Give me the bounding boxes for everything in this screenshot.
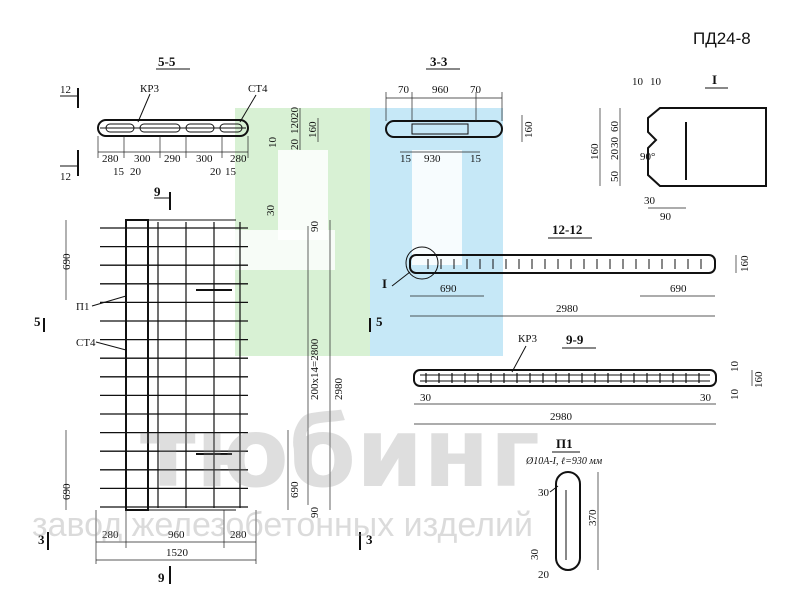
dim-5-5-b3: 300 (196, 153, 213, 165)
dim-5-5-s0: 15 (113, 166, 125, 178)
dim-plan-left-bot: 690 (61, 483, 73, 500)
section-12-12-title: 12-12 (552, 222, 582, 237)
part-p1-d2: 30 (529, 549, 541, 561)
dim-plan-right-690: 690 (289, 481, 301, 498)
section-5-5-title: 5-5 (158, 54, 176, 69)
dim-3-3-t2: 70 (470, 84, 482, 96)
dim-5-5-r1: 120 (289, 117, 301, 134)
dim-12-12-1: 690 (670, 283, 687, 295)
dim-9-9-r1: 10 (729, 389, 741, 401)
label-ct4: СТ4 (248, 83, 268, 95)
dim-plan-b0: 280 (102, 529, 119, 541)
detail-I-title: I (712, 72, 717, 87)
dim-plan-right-total: 2980 (333, 378, 345, 401)
section-12-12: 12-12 I 690 690 2980 160 (382, 222, 751, 317)
dim-5-5-s2: 20 (210, 166, 222, 178)
dim-12-12-0: 690 (440, 283, 457, 295)
cut-3-right: 3 (366, 532, 373, 547)
part-p1: П1 Ø10А-I, ℓ=930 мм 370 30 30 20 (525, 436, 603, 581)
sheet-code: ПД24-8 (693, 29, 751, 48)
dim-9-9-0: 30 (420, 392, 432, 404)
section-12-12-callout: I (382, 276, 387, 291)
cut-3-left: 3 (38, 532, 45, 547)
dim-5-5-s1: 20 (130, 166, 142, 178)
dim-plan-b1: 960 (168, 529, 185, 541)
dim-5-5-b2: 290 (164, 153, 181, 165)
cut-9-bottom: 9 (158, 570, 165, 585)
cut-12-bottom: 12 (60, 171, 71, 183)
dim-5-5-r4: 160 (307, 121, 319, 138)
plan-view: 9 9 5 5 3 3 П1 СТ4 690 690 200x14=2800 2… (34, 184, 383, 585)
part-p1-d1: 370 (587, 509, 599, 526)
part-p1-spec: Ø10А-I, ℓ=930 мм (525, 456, 603, 467)
dim-plan-total: 1520 (166, 547, 189, 559)
dim-5-5-b0: 280 (102, 153, 119, 165)
dim-3-3-b0: 15 (400, 153, 412, 165)
section-9-9-ticks (425, 373, 700, 383)
dim-9-9-1: 30 (700, 392, 712, 404)
dim-plan-right-30: 30 (265, 205, 277, 217)
dim-3-3-t1: 960 (432, 84, 449, 96)
detail-I-l5: 30 (644, 195, 656, 207)
detail-I-l1: 60 (609, 121, 621, 133)
detail-I-l0: 160 (589, 143, 601, 160)
dim-3-3-b2: 15 (470, 153, 482, 165)
section-3-3: 3-3 70 960 70 15 930 15 160 (385, 54, 535, 165)
dim-plan-b2: 280 (230, 529, 247, 541)
dim-9-9-r0: 10 (729, 361, 741, 373)
dim-9-9-2: 2980 (550, 411, 573, 423)
detail-I-width: 90 (660, 211, 672, 223)
detail-I: I 10 10 160 60 30 20 50 30 90° 90 (589, 72, 767, 223)
watermark-logo (235, 108, 503, 356)
dim-5-5-r3: 10 (267, 137, 279, 149)
detail-I-l2: 30 (609, 137, 621, 149)
watermark-brand: тюбинг (140, 397, 540, 509)
detail-I-t0: 10 (632, 76, 644, 88)
dim-12-12-2: 2980 (556, 303, 579, 315)
detail-I-l3: 20 (609, 149, 621, 161)
dim-5-5-b4: 280 (230, 153, 247, 165)
section-9-9-title: 9-9 (566, 332, 584, 347)
dim-9-9-r2: 160 (753, 371, 765, 388)
part-p1-d3: 20 (538, 569, 550, 581)
label-kr3-9-9: КР3 (518, 333, 537, 345)
label-p1: П1 (76, 301, 89, 313)
dim-12-12-h: 160 (739, 255, 751, 272)
dim-5-5-b1: 300 (134, 153, 151, 165)
dim-5-5-s3: 15 (225, 166, 237, 178)
detail-I-angle: 90° (640, 151, 655, 163)
dim-plan-right-90-bot: 90 (309, 507, 321, 519)
part-p1-d0: 30 (538, 487, 550, 499)
dim-plan-left-top: 690 (61, 253, 73, 270)
label-ct4-plan: СТ4 (76, 337, 96, 349)
section-3-3-title: 3-3 (430, 54, 448, 69)
section-5-5: 5-5 12 12 КР3 СТ4 280 300 290 300 280 15 (60, 54, 319, 183)
cut-12-top: 12 (60, 84, 71, 96)
label-kr3: КР3 (140, 83, 159, 95)
plan-rebar-grid (100, 222, 248, 508)
dim-3-3-b1: 930 (424, 153, 441, 165)
dim-5-5-r2: 20 (289, 139, 301, 151)
watermark-subtitle: завод железобетонных изделий (32, 506, 533, 544)
cut-5-left: 5 (34, 314, 41, 329)
section-12-12-ticks (427, 259, 702, 269)
detail-I-l4: 50 (609, 171, 621, 183)
detail-I-t1: 10 (650, 76, 662, 88)
section-9-9: 9-9 КР3 30 30 2980 10 10 160 (413, 332, 765, 425)
cut-9-top: 9 (154, 184, 161, 199)
part-p1-title: П1 (556, 436, 573, 451)
dim-plan-right-90-top: 90 (309, 221, 321, 233)
dim-5-5-r0: 20 (289, 107, 301, 119)
dim-3-3-h: 160 (523, 121, 535, 138)
dim-3-3-t0: 70 (398, 84, 410, 96)
dim-plan-right-chain: 200x14=2800 (309, 338, 321, 400)
cut-5-right: 5 (376, 314, 383, 329)
